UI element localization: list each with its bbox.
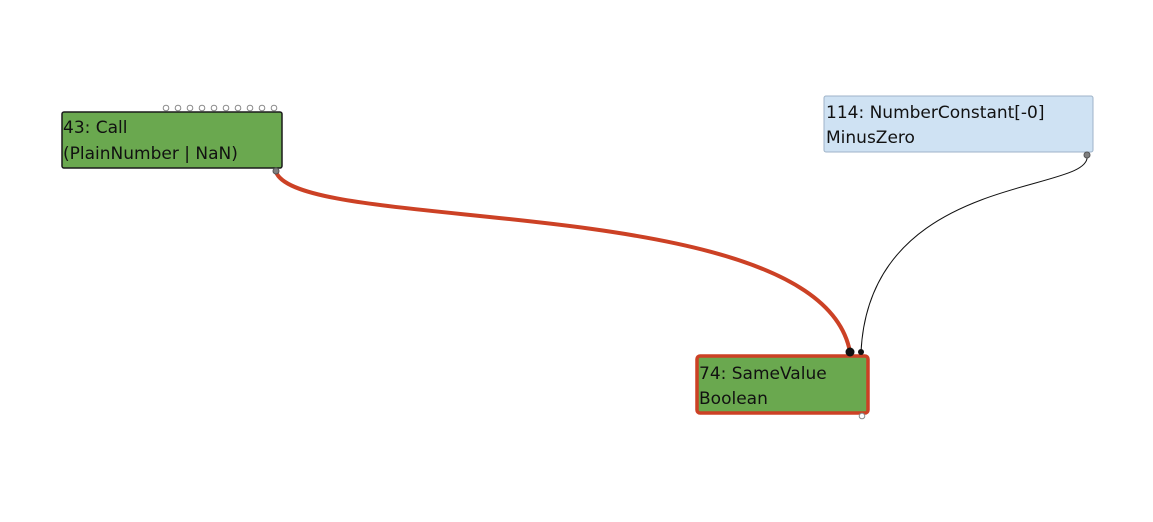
node-74-title: 74: SameValue	[699, 364, 827, 384]
node-114-output-port[interactable]	[1083, 151, 1091, 159]
node-114-numberconstant[interactable]: 114: NumberConstant[-0] MinusZero	[823, 95, 1094, 159]
node-74-samevalue[interactable]: 74: SameValue Boolean	[695, 347, 870, 420]
node-43-input-ports	[162, 104, 278, 112]
edge-call-to-samevalue[interactable]	[274, 171, 852, 353]
node-43-title: 43: Call	[63, 118, 128, 138]
node-43-box[interactable]	[61, 111, 283, 169]
node-43-output-port[interactable]	[272, 167, 280, 175]
node-114-title: 114: NumberConstant[-0]	[826, 103, 1045, 123]
node-114-type: MinusZero	[826, 128, 915, 148]
node-74-box[interactable]	[695, 354, 870, 415]
node-74-type: Boolean	[699, 389, 768, 409]
node-74-input-port-0[interactable]	[845, 347, 855, 357]
node-43-type: (PlainNumber | NaN)	[63, 144, 238, 164]
edge-numberconstant-to-samevalue[interactable]	[860, 154, 1088, 353]
node-74-input-port-1[interactable]	[858, 349, 864, 355]
node-114-box[interactable]	[823, 95, 1094, 153]
node-43-call[interactable]: 43: Call (PlainNumber | NaN)	[61, 111, 283, 175]
node-74-output-port[interactable]	[858, 412, 866, 420]
